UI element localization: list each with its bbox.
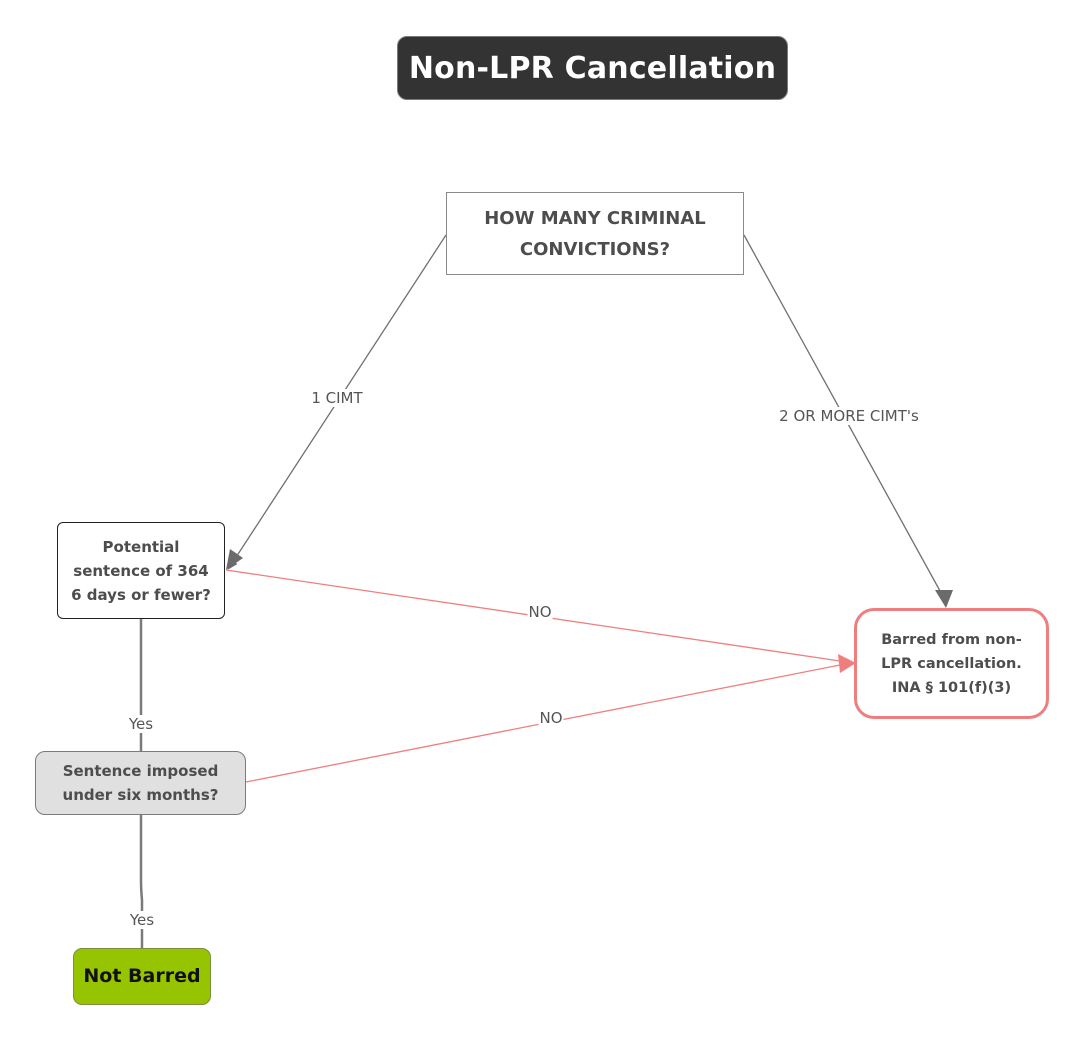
diagram-title-text: Non-LPR Cancellation bbox=[408, 50, 777, 86]
edge-yes-to-not-barred bbox=[139, 815, 144, 948]
edge-label-one-cimt: 1 CIMT bbox=[310, 389, 364, 407]
result-barred[interactable]: Barred from non-LPR cancellation. INA § … bbox=[854, 608, 1049, 719]
result-not-barred[interactable]: Not Barred bbox=[73, 948, 211, 1005]
question-potential-sentence-text: Potential sentence of 364 6 days or fewe… bbox=[71, 537, 211, 604]
arrowhead-barred bbox=[838, 654, 856, 673]
edge-label-yes-to-imposed: Yes bbox=[127, 715, 155, 733]
edge-label-yes-to-not-barred: Yes bbox=[128, 911, 156, 929]
edge-label-two-or-more: 2 OR MORE CIMT's bbox=[778, 407, 920, 425]
result-barred-text: Barred from non-LPR cancellation. INA § … bbox=[881, 631, 1022, 696]
result-not-barred-text: Not Barred bbox=[83, 965, 201, 988]
edge-label-no-from-sentence: NO bbox=[527, 603, 553, 621]
question-sentence-imposed-text: Sentence imposed under six months? bbox=[62, 762, 219, 804]
question-criminal-convictions[interactable]: HOW MANY CRIMINAL CONVICTIONS? bbox=[446, 192, 744, 275]
question-sentence-imposed[interactable]: Sentence imposed under six months? bbox=[35, 751, 246, 815]
arrowhead-two-or-more bbox=[935, 590, 953, 608]
question-potential-sentence[interactable]: Potential sentence of 364 6 days or fewe… bbox=[57, 522, 225, 619]
diagram-title: Non-LPR Cancellation bbox=[397, 36, 788, 100]
arrowhead-one-cimt bbox=[226, 549, 243, 570]
edge-label-no-from-imposed: NO bbox=[538, 709, 564, 727]
question-criminal-convictions-text: HOW MANY CRIMINAL CONVICTIONS? bbox=[484, 207, 706, 260]
